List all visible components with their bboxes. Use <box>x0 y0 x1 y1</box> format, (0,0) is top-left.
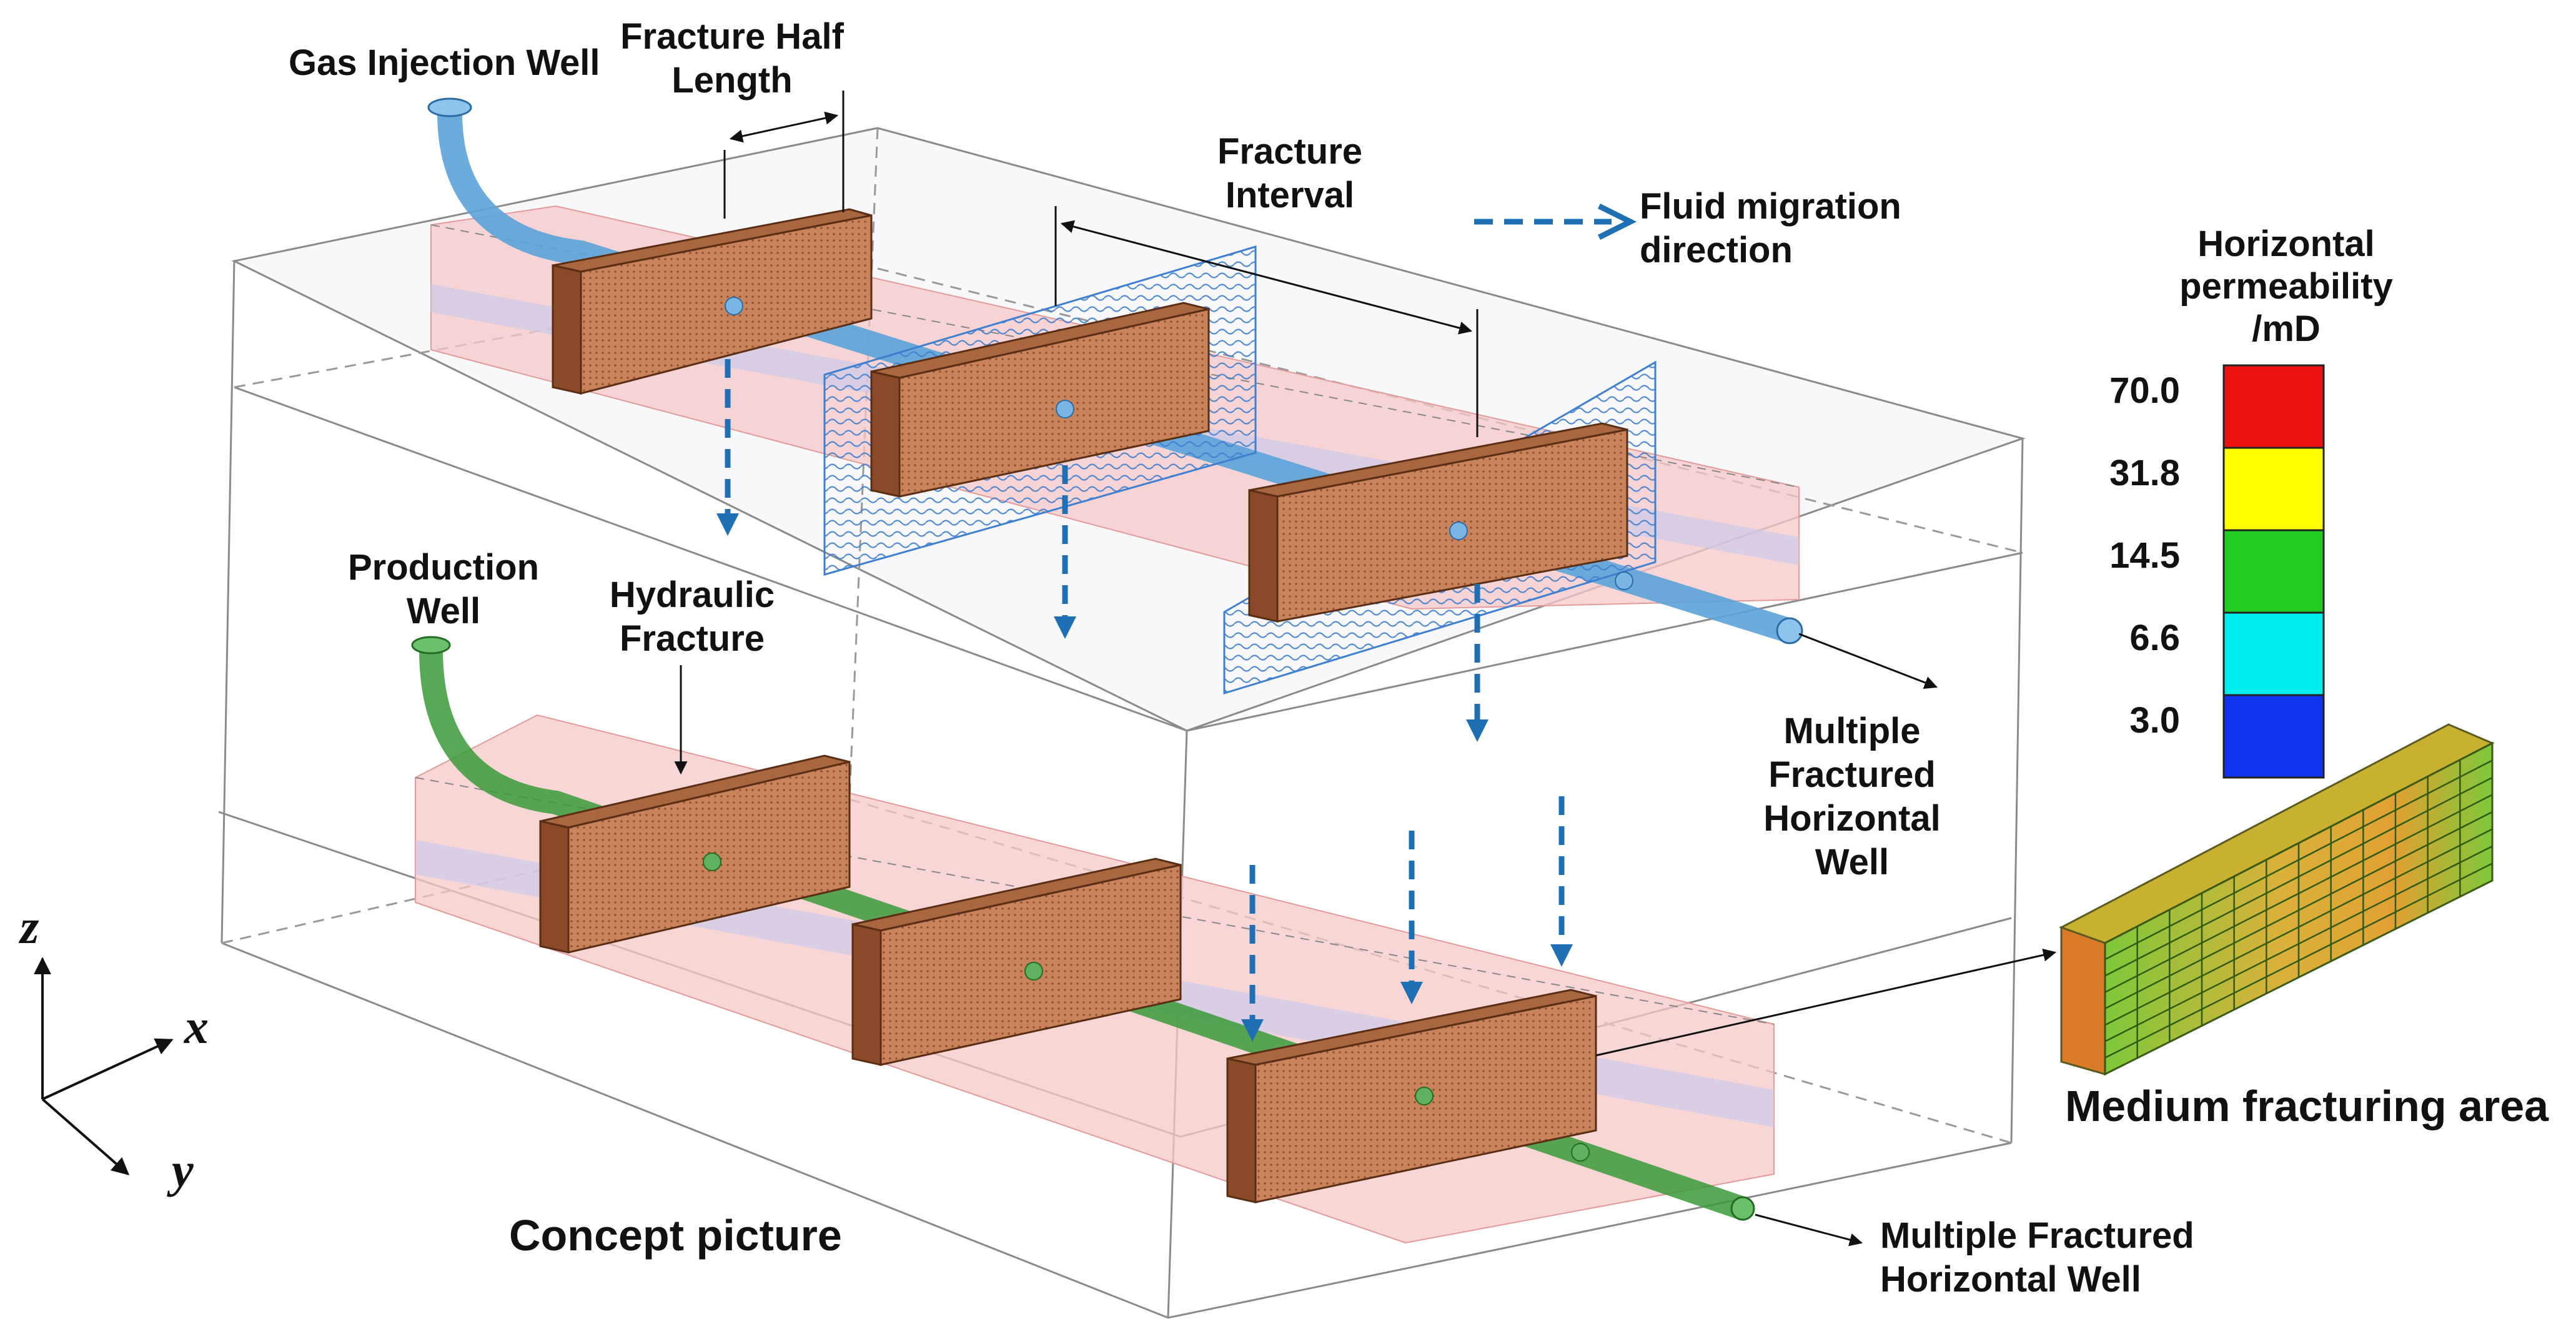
z-axis-label: z <box>18 899 39 954</box>
legend-swatch <box>2222 694 2325 779</box>
medium-fracturing-area-label: Medium fracturing area <box>2065 1082 2549 1130</box>
legend-title-line1: Horizontal <box>2197 224 2375 264</box>
mesh-line <box>2104 759 2493 961</box>
hydraulic-fracture-label-2: Fracture <box>620 618 765 659</box>
fracture-half-length-label-1: Fracture Half <box>620 16 844 57</box>
fracture-interval-label-2: Interval <box>1226 175 1354 215</box>
production-well-label-2: Well <box>407 591 480 631</box>
permeability-legend: Horizontal permeability /mD 70.0 31.8 14.5… <box>2109 224 2393 779</box>
mesh-line <box>2104 776 2493 977</box>
mesh-line <box>2104 845 2493 1042</box>
production-well-label-1: Production <box>348 547 539 588</box>
lower-pierce-points <box>703 852 1590 1162</box>
legend-swatch <box>2222 447 2325 531</box>
mfhw-upper-label-2: Fractured <box>1768 754 1936 795</box>
coordinate-axes <box>34 957 174 1175</box>
legend-title-line3: /mD <box>2252 309 2321 349</box>
mfhw-lower-label-2: Horizontal Well <box>1880 1259 2141 1300</box>
fluid-migration-legend-arrow <box>1474 203 1637 240</box>
mesh-line <box>2104 828 2493 1026</box>
mfhw-upper-label-4: Well <box>1815 842 1889 882</box>
mfhw-lower-label-1: Multiple Fractured <box>1880 1215 2194 1256</box>
production-well <box>411 636 1755 1221</box>
fracture-interval-dimension <box>1054 206 1479 437</box>
legend-swatch <box>2222 611 2325 696</box>
legend-swatches <box>2222 364 2325 779</box>
legend-tick-label: 31.8 <box>2109 453 2180 493</box>
legend-ticks: 70.0 31.8 14.5 6.6 3.0 <box>2109 370 2180 741</box>
mesh-line <box>2104 862 2493 1059</box>
concept-picture-label: Concept picture <box>509 1211 842 1260</box>
mfhw-upper-label-1: Multiple <box>1783 711 1920 751</box>
legend-swatch <box>2222 529 2325 614</box>
mfhw-upper-label-3: Horizontal <box>1763 798 1941 839</box>
legend-tick-label: 70.0 <box>2109 370 2180 411</box>
gas-injection-well-label: Gas Injection Well <box>289 42 600 83</box>
mesh-grid <box>2104 759 2493 1059</box>
legend-swatch <box>2222 364 2325 449</box>
fracture-interval-label-1: Fracture <box>1217 131 1362 172</box>
legend-tick-label: 6.6 <box>2129 618 2180 658</box>
fluid-migration-arrows <box>716 359 1573 1042</box>
gas-injection-well <box>427 97 1803 645</box>
pointer-lines <box>674 633 2057 1247</box>
legend-tick-label: 3.0 <box>2129 700 2180 741</box>
mesh-line <box>2104 794 2493 993</box>
fracture-half-length-label-2: Length <box>671 60 792 101</box>
well-pierce-points <box>725 297 1633 590</box>
fracture-half-length-dimension <box>723 91 845 219</box>
legend-tick-label: 14.5 <box>2109 535 2180 576</box>
hydraulic-fracture-label-1: Hydraulic <box>610 575 775 615</box>
fracture-mesh-block <box>2059 723 2495 1076</box>
y-axis-label: y <box>167 1143 194 1197</box>
fluid-migration-label-2: direction <box>1640 230 1793 270</box>
legend-title-line2: permeability <box>2179 266 2393 307</box>
x-axis-label: x <box>184 999 209 1054</box>
mesh-line <box>2104 811 2493 1010</box>
fluid-migration-label-1: Fluid migration <box>1640 186 1901 227</box>
